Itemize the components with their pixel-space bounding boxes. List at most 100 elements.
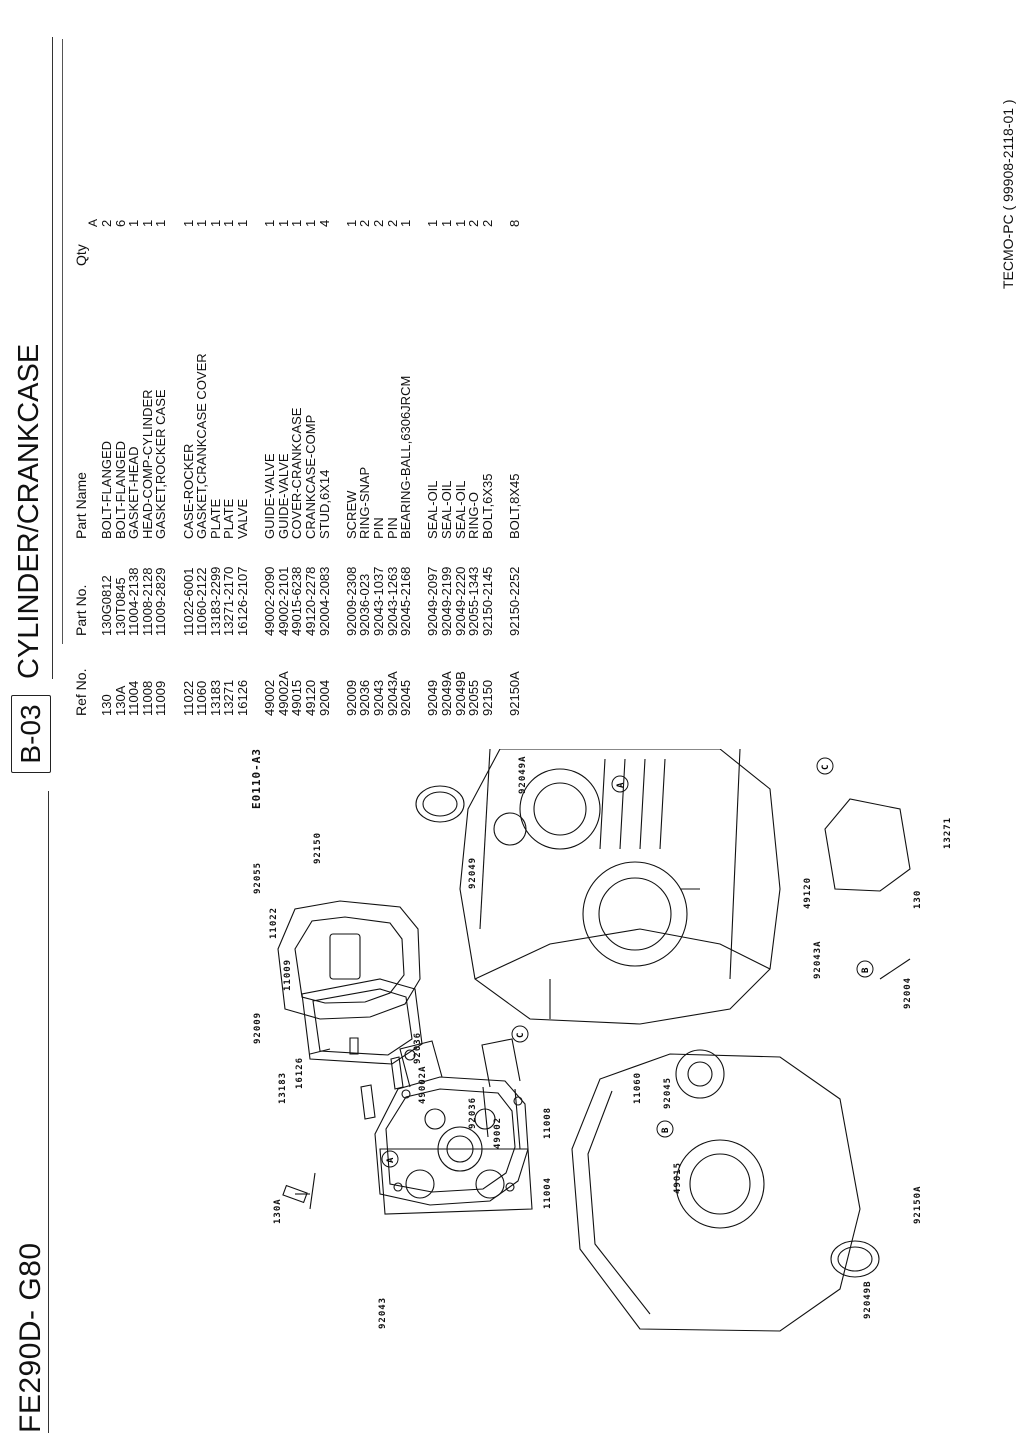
row-ref: 130 [99, 694, 114, 716]
row-qty: 6 [112, 219, 128, 227]
row-partno: 16126-2107 [235, 566, 250, 636]
row-ref: 92036 [357, 679, 373, 716]
row-partno: 92049-2220 [452, 566, 468, 636]
row-ref: 92009 [343, 679, 359, 716]
row-qty: 1 [275, 219, 291, 227]
row-ref: 49120 [303, 679, 318, 716]
callout-49002: 49002 [493, 1117, 503, 1149]
row-partno: 11008-2128 [139, 567, 155, 636]
oil-seal-b-drawing [830, 1240, 880, 1278]
callout-49120: 49120 [803, 877, 813, 909]
row-partno: 13183-2299 [207, 566, 223, 636]
row-ref: 92043 [371, 679, 386, 716]
callout-92049a: 92049A [518, 755, 528, 794]
section-title: CYLINDER/CRANKCASE [13, 343, 45, 679]
row-name: PLATE [221, 498, 237, 539]
row-ref: 92150A [507, 671, 522, 716]
row-partno: 92150-2252 [507, 566, 522, 636]
callout-92150: 92150 [313, 832, 323, 864]
callout-11004: 11004 [543, 1177, 553, 1209]
row-ref: 92049 [425, 679, 441, 716]
footer-code: TECMO-PC ( 99908-2118-01 ) [1000, 99, 1016, 289]
col-header-name: Part Name [73, 472, 89, 539]
row-ref: 92049A [439, 671, 454, 716]
row-ref: 92004 [316, 679, 332, 716]
row-qty: 2 [357, 219, 373, 227]
row-name: BOLT-FLANGED [112, 440, 128, 539]
callout-11009: 11009 [283, 959, 293, 991]
plate-13271-drawing [824, 798, 911, 892]
row-ref: 16126 [235, 679, 250, 716]
page-code: B-03 [15, 704, 46, 764]
callout-130a: 130A [273, 1198, 283, 1224]
row-partno: 49015-6238 [289, 566, 305, 636]
row-name: GASKET,ROCKER CASE [153, 389, 169, 539]
title-rule-left [48, 791, 49, 1433]
bolt-130a-drawing [282, 1184, 308, 1204]
row-qty: 1 [439, 219, 454, 227]
callout-13271: 13271 [943, 817, 953, 849]
row-qty: 2 [466, 219, 482, 227]
row-qty: 2 [99, 219, 114, 227]
row-ref: 11008 [139, 680, 155, 716]
row-name: SEAL-OIL [452, 480, 468, 539]
row-qty: 2 [479, 219, 495, 227]
row-name: BOLT,6X35 [479, 473, 495, 539]
row-partno: 92009-2308 [343, 566, 359, 636]
row-partno: 13271-2170 [221, 566, 237, 636]
row-ref: 92055 [466, 679, 482, 716]
rocker-case-drawing [277, 900, 421, 1020]
row-ref: 130A [112, 685, 128, 716]
row-name: PLATE [207, 498, 223, 539]
row-partno: 11022-6001 [180, 567, 196, 636]
callout-92049b: 92049B [863, 1280, 873, 1319]
callout-130: 130 [913, 890, 923, 909]
marker-a-1: A [386, 1157, 396, 1163]
row-partno: 11004-2138 [126, 567, 142, 636]
row-qty: 1 [343, 219, 359, 227]
row-qty: 1 [126, 219, 142, 227]
row-partno: 92036-023 [357, 573, 373, 636]
row-qty: 1 [235, 219, 250, 227]
callout-11022: 11022 [269, 907, 279, 939]
marker-b-2: B [861, 967, 871, 973]
row-qty: 1 [221, 219, 237, 227]
row-name: BOLT,8X45 [507, 473, 522, 539]
callout-11060: 11060 [633, 1072, 643, 1104]
row-partno: 49002-2101 [275, 566, 291, 636]
row-qty: 4 [316, 219, 332, 227]
row-ref: 92043A [384, 671, 400, 716]
row-qty: 1 [289, 219, 305, 227]
col-header-qty: Qty [73, 244, 89, 266]
callout-92043: 92043 [378, 1297, 388, 1329]
callout-92150a: 92150A [913, 1185, 923, 1224]
row-name: SCREW [343, 490, 359, 539]
row-qty: 2 [384, 219, 400, 227]
callout-11008: 11008 [543, 1107, 553, 1139]
row-partno: 11009-2829 [153, 567, 169, 636]
marker-b-1: B [661, 1127, 671, 1133]
diagram-code: E0110-A353A [250, 749, 263, 809]
row-name: BEARING-BALL,6306JRCM [398, 375, 414, 539]
row-name: PIN [371, 517, 386, 539]
callout-13183: 13183 [278, 1072, 288, 1104]
head-gasket-drawing [379, 1148, 533, 1215]
callout-92045: 92045 [663, 1077, 673, 1109]
marker-a-2: A [616, 782, 626, 788]
row-qty: 1 [452, 219, 468, 227]
page-code-badge: B-03 [11, 695, 51, 773]
row-ref: 11009 [153, 680, 169, 716]
row-qty: 1 [398, 219, 414, 227]
row-qty: 2 [371, 219, 386, 227]
row-partno: 92055-1343 [466, 566, 482, 636]
callout-92036-a: 92036 [468, 1097, 478, 1129]
cylinder-head-drawing [374, 1038, 529, 1206]
crankcase-cover-drawing [571, 1053, 861, 1332]
row-partno: 92049-2097 [425, 566, 441, 636]
row-partno: 92049-2199 [439, 566, 454, 636]
model-title: FE290D- G80 [14, 1242, 47, 1433]
row-name: SEAL-OIL [425, 480, 441, 539]
row-name: PIN [384, 517, 400, 539]
row-ref: 13183 [207, 679, 223, 716]
